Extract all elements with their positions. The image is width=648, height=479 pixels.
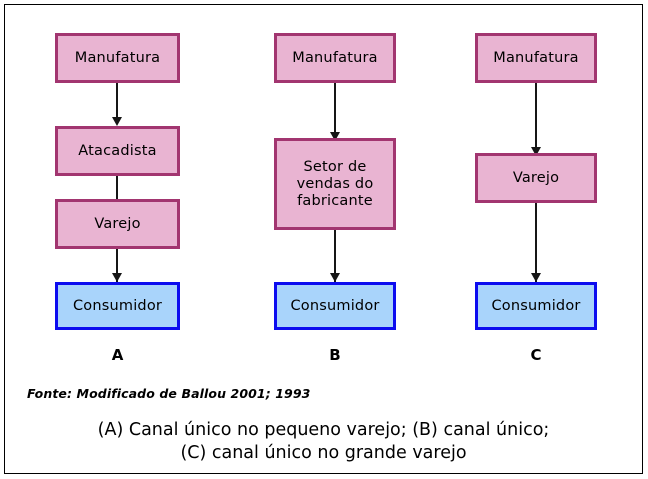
arrow-a-2-line [116, 176, 118, 215]
arrow-a-3-head-icon [112, 273, 122, 282]
caption-line-1: (A) Canal único no pequeno varejo; (B) c… [97, 420, 550, 440]
source-note: Fonte: Modificado de Ballou 2001; 1993 [27, 386, 311, 401]
flow-diagram: Manufatura Atacadista Varejo Consumidor … [5, 5, 642, 473]
arrow-b-2-line [334, 230, 336, 283]
arrow-b-1-line [334, 83, 336, 138]
arrow-c-1-head-icon [531, 147, 541, 156]
figure-frame: Manufatura Atacadista Varejo Consumidor … [4, 4, 643, 474]
node-c-manufatura[interactable]: Manufatura [475, 33, 597, 83]
node-a-varejo[interactable]: Varejo [55, 199, 180, 249]
node-b-consumidor[interactable]: Consumidor [274, 282, 396, 330]
node-b-setor-vendas[interactable]: Setor de vendas do fabricante [274, 138, 396, 230]
arrow-a-1-head-icon [112, 117, 122, 126]
arrow-c-1-line [535, 83, 537, 155]
column-label-c: C [530, 346, 542, 364]
arrow-a-3-line [116, 249, 118, 283]
node-b-manufatura[interactable]: Manufatura [274, 33, 396, 83]
figure-caption: (A) Canal único no pequeno varejo; (B) c… [5, 419, 642, 465]
node-a-consumidor[interactable]: Consumidor [55, 282, 180, 330]
arrow-a-1-line [116, 83, 118, 122]
caption-line-2: (C) canal único no grande varejo [180, 443, 467, 463]
arrow-c-2-head-icon [531, 273, 541, 282]
node-c-consumidor[interactable]: Consumidor [475, 282, 597, 330]
node-c-varejo[interactable]: Varejo [475, 153, 597, 203]
arrow-c-2-line [535, 203, 537, 283]
arrow-b-2-head-icon [330, 273, 340, 282]
node-a-atacadista[interactable]: Atacadista [55, 126, 180, 176]
node-a-manufatura[interactable]: Manufatura [55, 33, 180, 83]
column-label-a: A [111, 346, 124, 364]
column-label-b: B [329, 346, 341, 364]
arrow-b-1-head-icon [330, 132, 340, 141]
